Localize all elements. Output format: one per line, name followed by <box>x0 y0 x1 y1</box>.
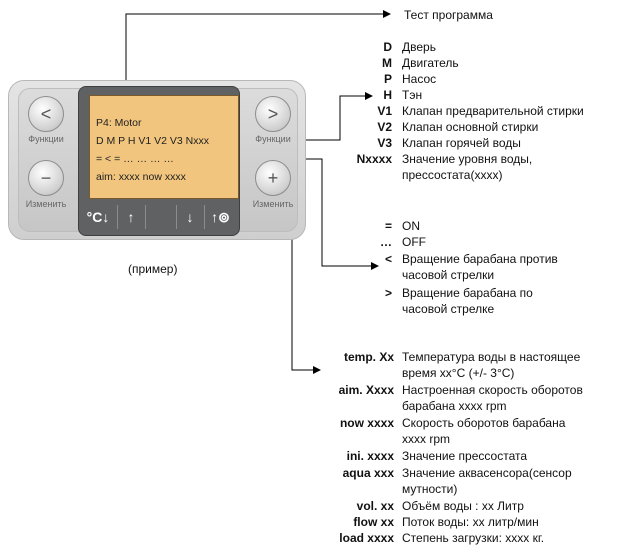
legend-text: Значение аквасенсора(сенсор <box>402 466 572 480</box>
legend-text: часовой стрелке <box>402 302 495 316</box>
change-minus-label: Изменить <box>25 199 67 209</box>
legend-code: now xxxx <box>339 416 394 430</box>
legend-text: Степень загрузки: хххх кг. <box>402 531 545 545</box>
plus-icon: + <box>267 167 279 188</box>
legend-code: … <box>380 235 392 249</box>
legend-text: Дверь <box>402 40 436 54</box>
key-divider <box>117 205 118 229</box>
legend-text: Тэн <box>402 88 423 102</box>
lcd-line-components: D M P H V1 V2 V3 Nxxx <box>96 135 210 147</box>
lcd-display: P4: Motor D M P H V1 V2 V3 Nxxx = < = … … <box>89 95 239 199</box>
legend-code: P <box>383 72 392 86</box>
test-program-label: Тест программа <box>404 8 493 22</box>
legend-text: Вращение барабана по <box>402 286 533 300</box>
legend-code: vol. xx <box>356 499 394 513</box>
legend-code: > <box>384 286 392 300</box>
spin-up-key[interactable]: ↑⊚ <box>211 208 230 225</box>
minus-icon: − <box>40 167 52 188</box>
legend-text: xxxx rpm <box>402 432 450 446</box>
legend-text: Клапан предварительной стирки <box>402 104 584 118</box>
up-arrow-key[interactable]: ↑ <box>127 209 135 225</box>
legend-code: = <box>384 219 392 233</box>
legend-text: Значение прессостата <box>402 449 528 463</box>
legend-text: Двигатель <box>402 56 459 70</box>
legend-code: V3 <box>377 136 392 150</box>
legend-text: Насос <box>402 72 437 86</box>
change-plus-button[interactable]: + <box>255 160 291 196</box>
lcd-line-program: P4: Motor <box>96 117 142 129</box>
example-caption: (пример) <box>128 262 178 276</box>
legend-text: Клапан основной стирки <box>402 120 539 134</box>
legend-text: прессостата(xxxx) <box>402 168 503 182</box>
key-divider <box>204 205 205 229</box>
key-bar: °C↓ ↑ ↓ ↑⊚ <box>80 202 236 232</box>
legend-text: OFF <box>402 235 426 249</box>
legend-text: Скорость оборотов барабана <box>402 416 566 430</box>
lcd-line-speeds: aim: xxxx now xxxx <box>96 171 186 183</box>
legend-code: V1 <box>377 104 392 118</box>
legend-text: Настроенная скорость оборотов <box>402 383 583 397</box>
key-divider <box>176 205 177 229</box>
key-divider <box>145 205 146 229</box>
legend-text: ON <box>402 219 420 233</box>
legend-text: Клапан горячей воды <box>402 136 521 150</box>
legend-text: Поток воды: хх литр/мин <box>402 515 539 529</box>
legend-text: мутности) <box>402 482 458 496</box>
legend-text: время xx°C (+/- 3°C) <box>402 366 515 380</box>
functions-next-label: Функции <box>255 134 291 144</box>
chevron-left-icon: < <box>40 103 52 124</box>
legend-code: load xxxx <box>339 531 394 545</box>
legend-code: Nxxxx <box>356 152 392 166</box>
legend-code: V2 <box>377 120 392 134</box>
legend-text: Вращение барабана против <box>402 252 558 266</box>
change-plus-label: Изменить <box>252 199 294 209</box>
functions-next-button[interactable]: > <box>255 96 291 132</box>
temp-down-key[interactable]: °C↓ <box>86 209 110 225</box>
legend-code: ini. xxxx <box>346 449 394 463</box>
legend-text: Температура воды в настоящее <box>402 350 581 364</box>
legend-code: M <box>382 56 392 70</box>
legend-code: flow xx <box>353 515 394 529</box>
legend-code: aim. Xxxx <box>338 383 394 397</box>
legend-code: < <box>384 252 392 266</box>
legend-code: temp. Xx <box>343 350 394 364</box>
legend-code: D <box>383 40 392 54</box>
functions-prev-label: Функции <box>28 134 64 144</box>
change-minus-button[interactable]: − <box>28 160 64 196</box>
legend-code: H <box>383 88 392 102</box>
legend-text: Объём воды : хх Литр <box>402 499 524 513</box>
legend-text: барабана xxxx rpm <box>402 399 507 413</box>
legend-code: aqua xxx <box>342 466 394 480</box>
down-arrow-key[interactable]: ↓ <box>186 209 194 225</box>
legend-text: часовой стрелки <box>402 268 495 282</box>
legend-text: Значение уровня воды, <box>402 152 533 166</box>
functions-prev-button[interactable]: < <box>28 96 64 132</box>
lcd-line-symbols: = < = … … … … <box>96 153 174 165</box>
chevron-right-icon: > <box>267 103 279 124</box>
